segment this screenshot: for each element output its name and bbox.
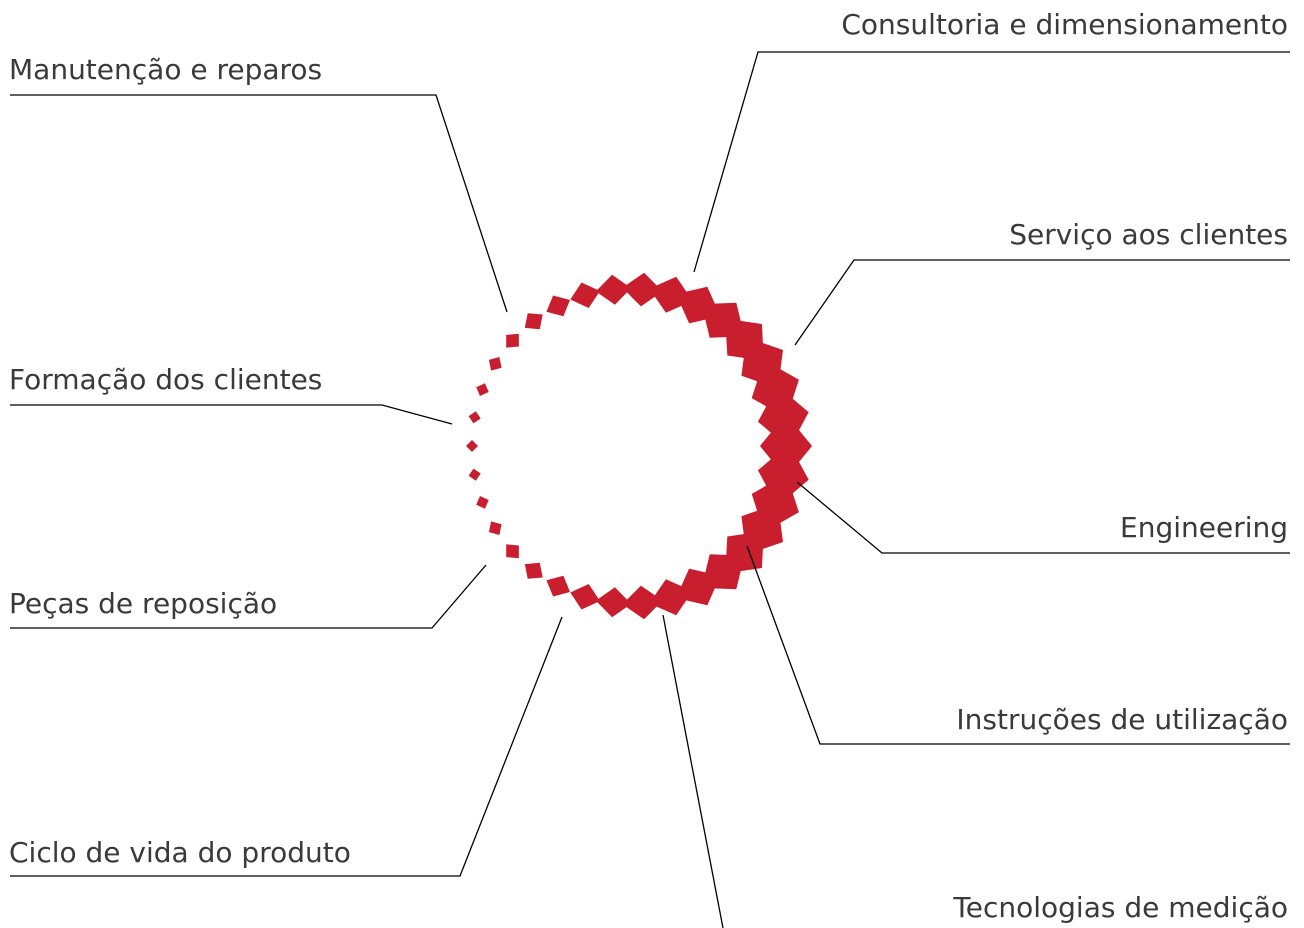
leader-line-manutencao bbox=[10, 94, 508, 313]
red-diamond-icon bbox=[595, 587, 632, 618]
label-servico-aos-clientes[interactable]: Serviço aos clientes bbox=[1009, 218, 1288, 251]
leader-line-engineering bbox=[796, 481, 1290, 554]
red-diamond-icon bbox=[476, 496, 489, 509]
red-diamond-icon bbox=[488, 521, 502, 535]
leader-line-instrucoes bbox=[746, 545, 1290, 745]
label-ciclo-de-vida-do-produto[interactable]: Ciclo de vida do produto bbox=[9, 836, 351, 869]
red-diamond-icon bbox=[524, 313, 543, 330]
red-diamond-icon bbox=[546, 295, 570, 317]
red-diamond-icon bbox=[506, 544, 519, 559]
red-diamond-ring bbox=[466, 272, 812, 620]
label-engineering[interactable]: Engineering bbox=[1120, 511, 1288, 544]
red-diamond-icon bbox=[524, 562, 543, 579]
label-consultoria-e-dimensionamento[interactable]: Consultoria e dimensionamento bbox=[841, 8, 1288, 41]
label-tecnologias-de-medicao[interactable]: Tecnologias de medição bbox=[953, 891, 1288, 924]
leader-line-pecas bbox=[10, 564, 487, 629]
red-diamond-icon bbox=[649, 579, 693, 616]
red-diamond-icon bbox=[476, 383, 489, 396]
red-diamond-icon bbox=[468, 468, 481, 481]
label-manutencao-e-reparos[interactable]: Manutenção e reparos bbox=[9, 53, 323, 86]
red-diamond-icon bbox=[468, 411, 481, 424]
red-diamond-icon bbox=[595, 274, 632, 305]
red-diamond-icon bbox=[622, 585, 663, 620]
leader-line-servico bbox=[794, 259, 1290, 346]
red-diamond-icon bbox=[506, 333, 519, 348]
label-pecas-de-reposicao[interactable]: Peças de reposição bbox=[9, 587, 278, 620]
leader-line-consultoria bbox=[693, 51, 1290, 273]
leader-line-tecnologias bbox=[662, 614, 724, 928]
leader-line-ciclo bbox=[10, 616, 563, 877]
red-diamond-icon bbox=[466, 440, 478, 452]
red-diamond-icon bbox=[757, 385, 809, 449]
label-formacao-dos-clientes[interactable]: Formação dos clientes bbox=[9, 363, 323, 396]
label-instrucoes-de-utilizacao[interactable]: Instruções de utilização bbox=[956, 703, 1288, 736]
leader-line-formacao bbox=[10, 404, 453, 425]
red-diamond-icon bbox=[570, 584, 600, 610]
red-diamond-icon bbox=[488, 357, 502, 371]
red-diamond-icon bbox=[546, 575, 570, 597]
red-diamond-icon bbox=[622, 272, 663, 307]
red-diamond-icon bbox=[570, 282, 600, 308]
